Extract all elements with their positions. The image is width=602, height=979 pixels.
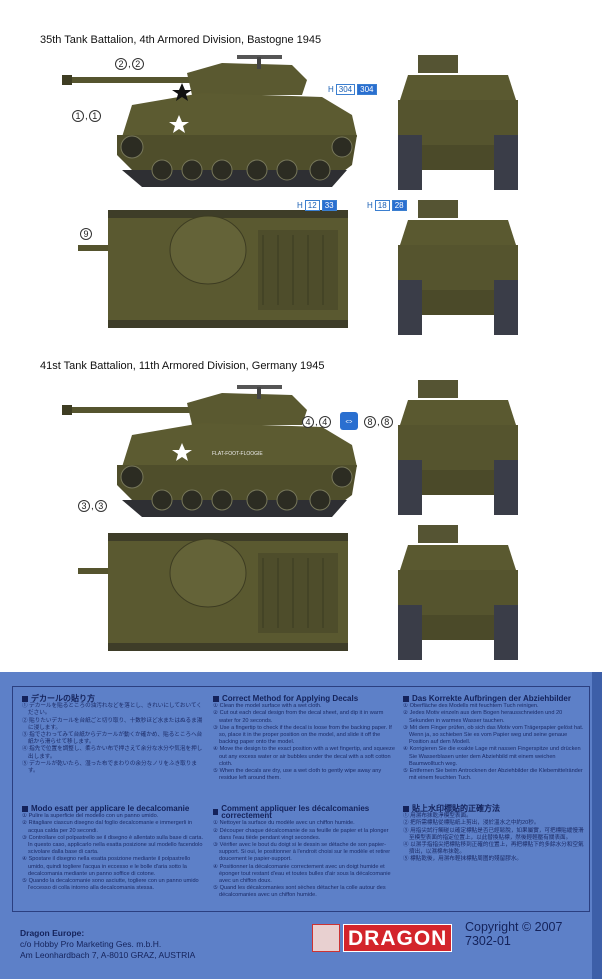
decal-callout-4: 4,4 bbox=[302, 416, 331, 428]
white-star-decal bbox=[169, 115, 189, 133]
scheme-2-top-view bbox=[78, 533, 349, 652]
scheme-2-rear-view bbox=[398, 380, 518, 515]
instructions-box bbox=[12, 686, 590, 912]
dragon-emblem-icon bbox=[312, 924, 340, 952]
instructions-french: Comment appliquer les décalcomanies corr… bbox=[213, 804, 391, 899]
decal-callout-1: 1,1 bbox=[72, 110, 101, 122]
distributor-address: Dragon Europe: c/o Hobby Pro Marketing G… bbox=[20, 928, 196, 960]
scheme-1-title: 35th Tank Battalion, 4th Armored Divisio… bbox=[40, 34, 322, 46]
page-edge bbox=[592, 672, 602, 979]
scheme-1-front-view bbox=[398, 200, 518, 335]
brand-wordmark: DRAGON bbox=[343, 924, 453, 952]
scheme-2-title: 41st Tank Battalion, 11th Armored Divisi… bbox=[40, 360, 325, 372]
white-star-decal bbox=[172, 443, 192, 461]
hull-name-decal: FLAT-FOOT-FLOOGIE bbox=[212, 451, 263, 457]
decal-callout-9: 9 bbox=[80, 228, 92, 240]
scheme-1-top-view bbox=[78, 210, 349, 329]
instructions-chinese: 貼上水印標貼的正確方法 ① 用濕布抹乾淨模型表面。② 把所需標貼從標貼紙上剪出，… bbox=[403, 804, 584, 863]
scheme-2-side-view: FLAT-FOOT-FLOOGIE bbox=[62, 385, 358, 518]
scheme-2-front-view bbox=[398, 525, 518, 660]
black-star-decal bbox=[172, 83, 192, 101]
instructions-japanese: デカールの貼り方 ① デカールを貼るところの油汚れなどを落とし、きれいにしておい… bbox=[22, 694, 203, 775]
copyright: Copyright © 2007 7302-01 bbox=[465, 920, 563, 948]
scheme-1-rear-view bbox=[398, 55, 518, 190]
instructions-english: Correct Method for Applying Decals ① Cle… bbox=[213, 694, 395, 782]
product-code: 7302-01 bbox=[465, 934, 511, 948]
instructions-panel bbox=[0, 672, 602, 979]
instructions-german: Das Korrekte Aufbringen der Abziehbilder… bbox=[403, 694, 584, 782]
decal-callout-2: 2,2 bbox=[115, 58, 144, 70]
both-sides-arrow-icon: ⇔ bbox=[340, 412, 358, 430]
scheme-1-side-view bbox=[62, 55, 358, 188]
instructions-italian: Modo esatt per applicare le decalcomanie… bbox=[22, 804, 204, 892]
decal-callout-3: 3,3 bbox=[78, 500, 107, 512]
decal-callout-8: 8,8 bbox=[364, 416, 393, 428]
dragon-logo: DRAGON bbox=[312, 924, 453, 952]
